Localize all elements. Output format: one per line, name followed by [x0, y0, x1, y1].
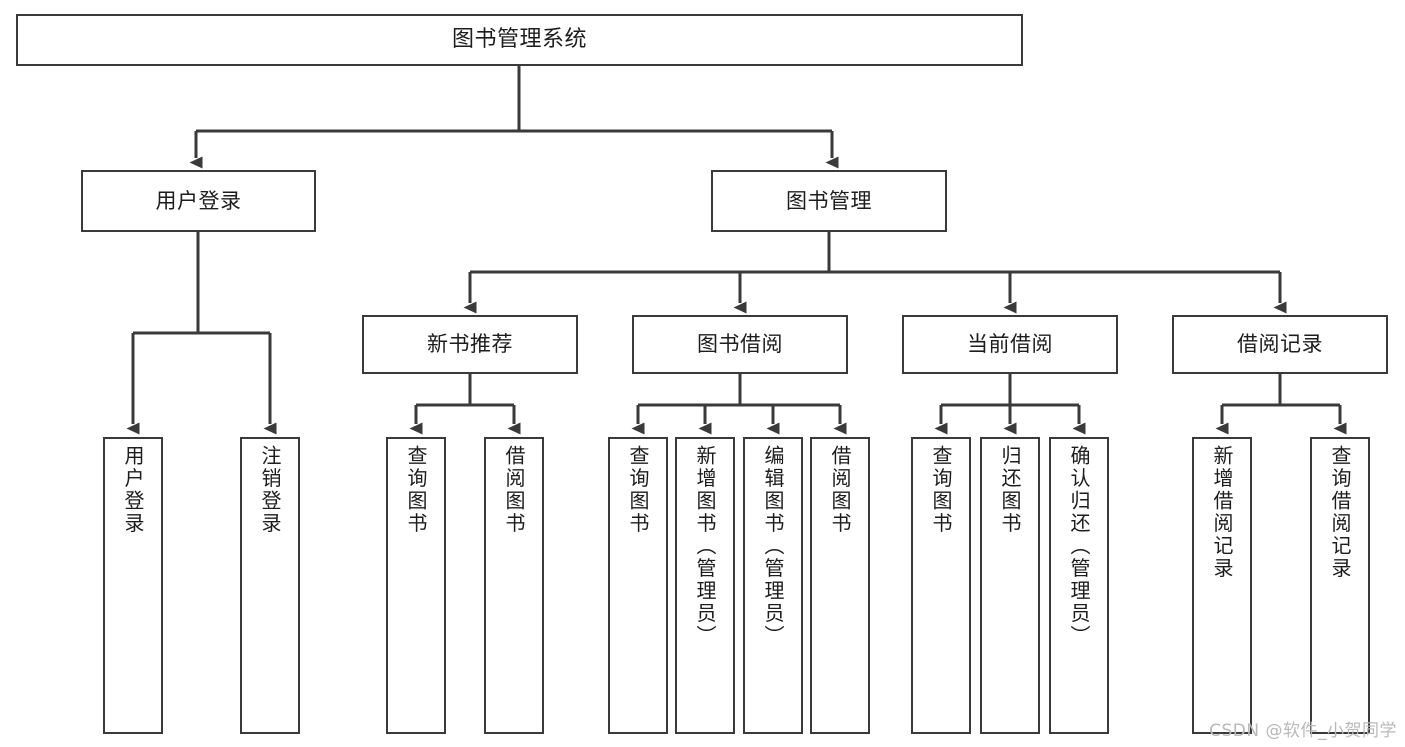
leaf-confirm-return[interactable]: 确认归还（管理员） [1049, 437, 1109, 734]
leaf-add-record[interactable]: 新增借阅记录 [1192, 437, 1252, 734]
leaf-add-book[interactable]: 新增图书（管理员） [675, 437, 735, 734]
leaf-add-record-label: 新增借阅记录 [1210, 445, 1234, 580]
leaf-query-book-2-label: 查询图书 [626, 445, 650, 535]
node-book-management[interactable]: 图书管理 [711, 170, 947, 232]
leaf-user-login-label: 用户登录 [121, 445, 145, 535]
leaf-user-login[interactable]: 用户登录 [103, 437, 163, 734]
node-user-login[interactable]: 用户登录 [81, 170, 316, 232]
node-new-book-recommend[interactable]: 新书推荐 [362, 315, 578, 374]
node-root-label: 图书管理系统 [451, 27, 587, 53]
leaf-borrow-book-1-label: 借阅图书 [502, 445, 526, 535]
node-user-login-label: 用户登录 [155, 188, 242, 213]
leaf-confirm-return-label: 确认归还（管理员） [1067, 445, 1091, 648]
node-borrow-record[interactable]: 借阅记录 [1172, 315, 1388, 374]
node-new-book-recommend-label: 新书推荐 [427, 332, 513, 357]
node-current-borrow-label: 当前借阅 [967, 332, 1053, 357]
leaf-query-record[interactable]: 查询借阅记录 [1310, 437, 1370, 734]
leaf-borrow-book-1[interactable]: 借阅图书 [484, 437, 544, 734]
leaf-query-record-label: 查询借阅记录 [1328, 445, 1352, 580]
leaf-query-book-1-label: 查询图书 [404, 445, 428, 535]
leaf-edit-book[interactable]: 编辑图书（管理员） [743, 437, 803, 734]
leaf-add-book-label: 新增图书（管理员） [693, 445, 717, 648]
csdn-watermark: CSDN @软件_小贺同学 [1209, 721, 1397, 741]
node-book-borrow-label: 图书借阅 [697, 332, 783, 357]
leaf-return-book[interactable]: 归还图书 [980, 437, 1040, 734]
leaf-query-book-1[interactable]: 查询图书 [386, 437, 446, 734]
node-book-management-label: 图书管理 [786, 188, 872, 213]
leaf-borrow-book-2[interactable]: 借阅图书 [810, 437, 870, 734]
leaf-query-book-3[interactable]: 查询图书 [911, 437, 971, 734]
node-current-borrow[interactable]: 当前借阅 [902, 315, 1118, 374]
leaf-query-book-3-label: 查询图书 [929, 445, 953, 535]
leaf-query-book-2[interactable]: 查询图书 [608, 437, 668, 734]
leaf-return-book-label: 归还图书 [998, 445, 1022, 535]
leaf-borrow-book-2-label: 借阅图书 [828, 445, 852, 535]
node-root[interactable]: 图书管理系统 [16, 14, 1023, 66]
node-borrow-record-label: 借阅记录 [1237, 332, 1323, 357]
node-book-borrow[interactable]: 图书借阅 [632, 315, 848, 374]
leaf-edit-book-label: 编辑图书（管理员） [761, 445, 785, 648]
leaf-user-logout-label: 注销登录 [258, 445, 282, 535]
leaf-user-logout[interactable]: 注销登录 [240, 437, 300, 734]
